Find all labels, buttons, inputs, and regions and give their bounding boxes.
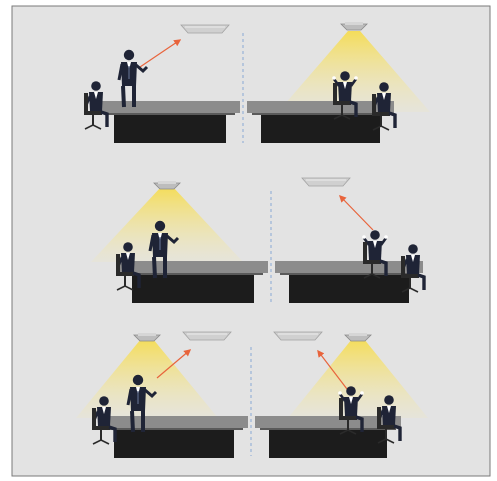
chair-seat [333,101,351,105]
head [340,71,350,81]
chair-back [363,242,367,262]
table-base [269,430,387,458]
head [123,242,133,252]
table-edge [105,113,235,115]
ceiling-mic-body [302,178,350,186]
right-hand [360,391,364,395]
top-left-ceiling-mic [181,25,229,33]
head [384,395,394,405]
head [346,386,356,396]
chair-seat [363,260,381,264]
head [124,50,134,60]
chair-seat [92,426,110,430]
chair-back [377,407,381,427]
head [370,230,380,240]
top-right-table [247,101,394,143]
canvas-background [12,6,490,476]
chair-back [92,408,96,428]
mic-cap [138,333,156,336]
table-top [118,261,268,273]
left-hand [332,76,336,80]
chair-seat [84,111,102,115]
chair-seat [116,272,134,276]
bottom-left-table [100,416,248,458]
table-base [132,275,254,303]
head [91,81,101,91]
head [379,82,389,92]
table-edge [260,428,396,430]
chair-seat [401,274,419,278]
chair-back [401,256,405,276]
chair-seat [372,112,390,116]
table-top [100,416,248,428]
chair-back [339,398,343,418]
bottom-right-ceiling-mic [274,332,322,340]
head [155,221,165,231]
chair-back [372,94,376,114]
table-top [275,261,423,273]
chair-back [333,83,337,103]
bottom-left-ceiling-mic [183,332,231,340]
table-top [100,101,240,113]
top-left-table [100,101,240,143]
chair-seat [377,425,395,429]
ceiling-mic-body [274,332,322,340]
mic-cap [158,181,176,184]
left-hand [362,235,366,239]
chair-back [84,93,88,113]
ceiling-mic-body [183,332,231,340]
table-base [114,115,226,143]
head [408,244,418,254]
mic-cap [345,22,363,25]
head [133,375,143,385]
right-hand [354,76,358,80]
head [99,396,109,406]
table-base [261,115,380,143]
middle-right-ceiling-mic [302,178,350,186]
table-base [289,275,409,303]
right-hand [384,235,388,239]
chair-seat [339,416,357,420]
table-top [247,101,394,113]
left-hand [338,391,342,395]
chair-back [116,254,120,274]
table-edge [280,273,418,275]
table-edge [123,273,263,275]
ceiling-mic-body [181,25,229,33]
mic-cap [349,333,367,336]
table-base [114,430,234,458]
table-edge [105,428,243,430]
middle-right-table [275,261,423,303]
table-edge [252,113,389,115]
